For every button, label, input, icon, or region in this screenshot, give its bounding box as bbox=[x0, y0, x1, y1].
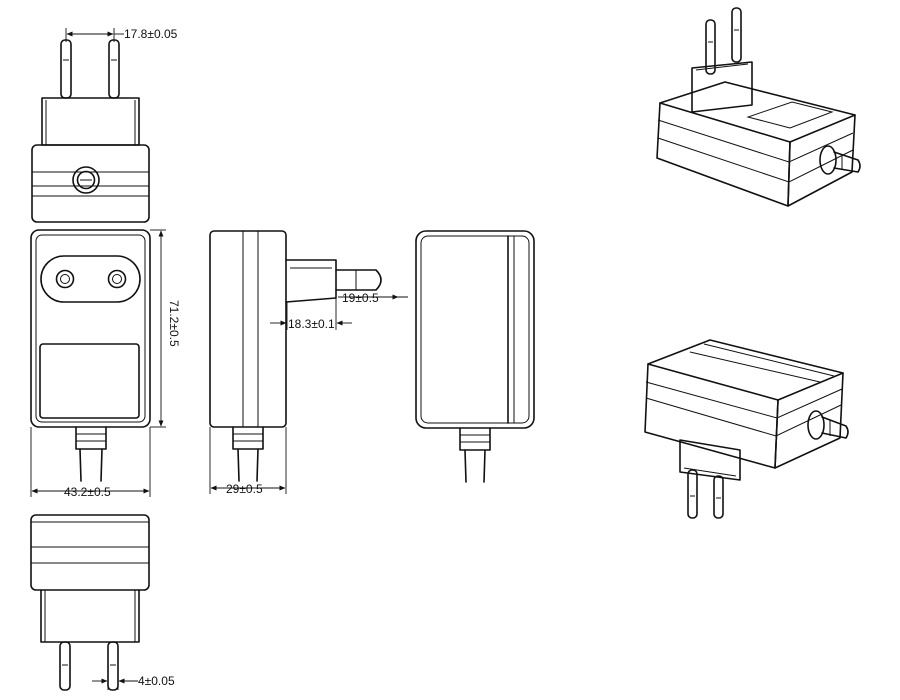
dim-plug-offset: 18.3±0.1 bbox=[270, 302, 352, 331]
label-pin-spacing: 17.8±0.05 bbox=[124, 27, 178, 41]
rear-view bbox=[415, 230, 535, 483]
dim-depth-to-pins: 19±0.5 bbox=[335, 291, 408, 330]
side-view-cable bbox=[232, 426, 264, 482]
front-view-socket-recess bbox=[40, 255, 141, 303]
front-view-body bbox=[30, 229, 151, 428]
front-view-label-plate bbox=[39, 343, 140, 419]
side-view-plug bbox=[285, 259, 382, 303]
side-view: 19±0.5 18.3±0.1 29±0.5 bbox=[209, 230, 408, 496]
top-view: 17.8±0.05 bbox=[31, 27, 178, 223]
label-thickness: 29±0.5 bbox=[226, 482, 263, 496]
label-width: 43.2±0.5 bbox=[64, 485, 111, 499]
label-plug-offset: 18.3±0.1 bbox=[288, 317, 335, 331]
dim-width: 43.2±0.5 bbox=[30, 427, 151, 499]
label-depth-to-pins: 19±0.5 bbox=[342, 291, 379, 305]
side-view-body bbox=[209, 230, 287, 428]
dim-height: 71.2±0.5 bbox=[150, 229, 181, 428]
dim-pin-spacing: 17.8±0.05 bbox=[65, 27, 178, 42]
bottom-view-pins bbox=[59, 641, 119, 691]
label-pin-diameter: 4±0.05 bbox=[138, 674, 175, 688]
label-height: 71.2±0.5 bbox=[167, 300, 181, 347]
top-view-plug-base bbox=[41, 97, 140, 146]
rear-view-cable bbox=[459, 427, 491, 483]
bottom-view: 4±0.05 bbox=[30, 514, 175, 691]
top-view-pins bbox=[60, 39, 120, 99]
front-view-cable bbox=[75, 426, 107, 482]
dim-thickness: 29±0.5 bbox=[209, 427, 287, 496]
bottom-view-body bbox=[30, 514, 150, 591]
isometric-view-top bbox=[656, 7, 861, 207]
rear-view-body bbox=[415, 230, 535, 429]
isometric-view-bottom bbox=[644, 339, 849, 519]
iso1-cable-socket bbox=[819, 145, 861, 175]
dim-pin-diameter: 4±0.05 bbox=[92, 672, 175, 690]
iso1-plug bbox=[691, 7, 753, 113]
iso2-plug bbox=[679, 439, 741, 519]
top-view-cable-socket bbox=[72, 166, 100, 194]
front-view: 71.2±0.5 43.2±0.5 bbox=[30, 229, 181, 499]
top-view-body bbox=[31, 144, 150, 223]
bottom-view-plug-base bbox=[40, 589, 140, 643]
iso2-cable-socket bbox=[807, 410, 849, 440]
